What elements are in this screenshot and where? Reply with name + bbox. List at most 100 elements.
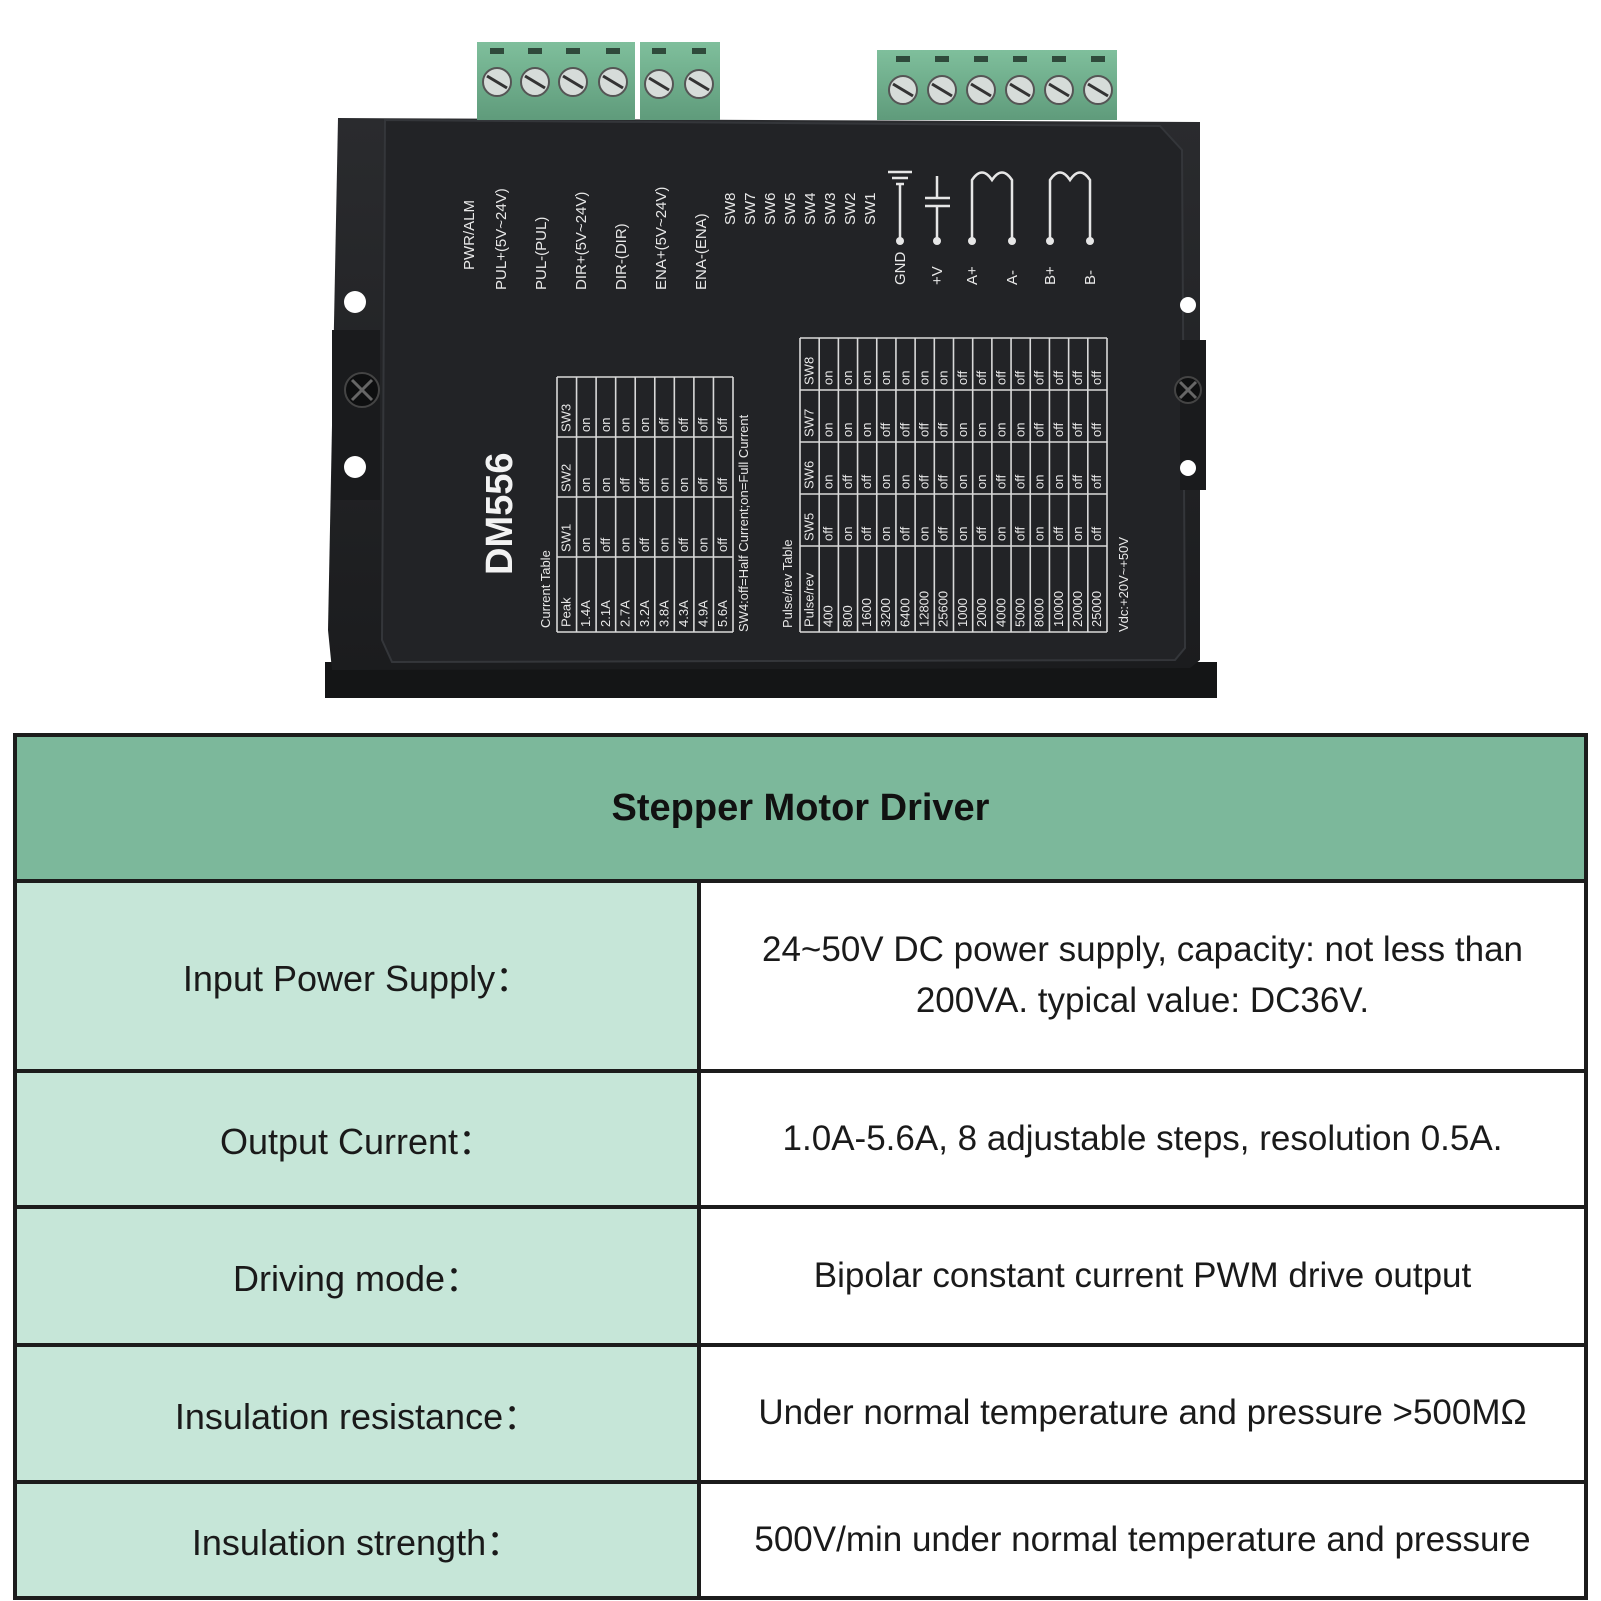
switch-label: SW5: [782, 192, 799, 225]
table-cell: on: [955, 527, 970, 541]
table-cell: off: [1089, 422, 1104, 437]
table-cell: on: [578, 478, 593, 492]
table-cell: on: [656, 478, 671, 492]
power-pin-label: B-: [1082, 270, 1099, 285]
table-cell: on: [1032, 475, 1047, 489]
table-cell: 5000: [1012, 598, 1027, 627]
table-cell: off: [1012, 526, 1027, 541]
power-symbols: [888, 170, 1092, 240]
table-cell: off: [676, 417, 691, 432]
table-cell: off: [993, 474, 1008, 489]
table-cell: off: [1070, 370, 1085, 385]
table-cell: 4000: [993, 598, 1008, 627]
switch-label: SW1: [862, 192, 879, 225]
screw-icon: [1174, 376, 1202, 404]
mount-hole-icon: [1180, 297, 1196, 313]
table-cell: on: [955, 423, 970, 437]
table-cell: on: [878, 475, 893, 489]
table-cell: off: [936, 474, 951, 489]
terminal-block-power: [877, 50, 1117, 120]
table-cell: off: [617, 477, 632, 492]
table-cell: on: [859, 371, 874, 385]
table-cell: 6400: [897, 598, 912, 627]
table-cell: on: [676, 478, 691, 492]
table-cell: off: [936, 422, 951, 437]
spec-label: Insulation strength：: [17, 1484, 697, 1596]
table-cell: on: [840, 371, 855, 385]
table-title: Current Table: [538, 550, 553, 628]
table-header-cell: Pulse/rev: [801, 572, 816, 627]
table-cell: off: [840, 474, 855, 489]
switch-label: SW4: [802, 192, 819, 225]
table-cell: off: [1051, 370, 1066, 385]
table-cell: off: [656, 417, 671, 432]
table-cell: on: [993, 423, 1008, 437]
table-cell: 800: [840, 605, 855, 627]
table-cell: on: [1051, 475, 1066, 489]
table-cell: off: [859, 526, 874, 541]
table-cell: on: [656, 538, 671, 552]
table-cell: on: [955, 475, 970, 489]
table-cell: on: [637, 418, 652, 432]
spec-table: Stepper Motor Driver Input Power Supply：…: [13, 733, 1588, 1600]
pin-label: PUL-(PUL): [533, 217, 550, 290]
spec-value: Bipolar constant current PWM drive outpu…: [701, 1209, 1584, 1343]
table-cell: on: [897, 371, 912, 385]
table-cell: off: [715, 417, 730, 432]
table-cell: on: [878, 371, 893, 385]
table-cell: on: [840, 527, 855, 541]
table-cell: 2.1A: [598, 600, 613, 627]
table-cell: on: [598, 478, 613, 492]
pin-label: ENA-(ENA): [693, 213, 710, 290]
mount-hole-icon: [1180, 460, 1196, 476]
table-cell: off: [1051, 526, 1066, 541]
spec-value: 1.0A-5.6A, 8 adjustable steps, resolutio…: [701, 1073, 1584, 1205]
table-cell: on: [917, 527, 932, 541]
spec-value: Under normal temperature and pressure >5…: [701, 1347, 1584, 1480]
table-cell: off: [1012, 370, 1027, 385]
table-header-cell: SW5: [801, 513, 816, 541]
table-cell: 1600: [859, 598, 874, 627]
table-cell: off: [598, 537, 613, 552]
table-cell: on: [696, 538, 711, 552]
table-cell: off: [1012, 474, 1027, 489]
table-cell: on: [1012, 423, 1027, 437]
spec-value: 24~50V DC power supply, capacity: not le…: [701, 883, 1584, 1069]
table-cell: 4.9A: [696, 600, 711, 627]
spec-label: Insulation resistance：: [17, 1347, 697, 1480]
table-cell: off: [955, 370, 970, 385]
table-cell: off: [1032, 422, 1047, 437]
spec-table-title: Stepper Motor Driver: [17, 737, 1584, 879]
table-cell: off: [936, 526, 951, 541]
switch-label: SW6: [762, 192, 779, 225]
table-cell: off: [993, 370, 1008, 385]
table-cell: off: [1089, 474, 1104, 489]
table-cell: off: [1089, 370, 1104, 385]
table-cell: on: [1032, 527, 1047, 541]
table-cell: 2.7A: [617, 600, 632, 627]
table-cell: off: [637, 537, 652, 552]
power-pin-label: B+: [1042, 266, 1059, 285]
driver-front-face: [380, 118, 1187, 664]
table-cell: off: [821, 526, 836, 541]
switch-label: SW2: [842, 192, 859, 225]
table-cell: off: [917, 422, 932, 437]
power-pin-label: GND: [892, 252, 909, 286]
table-cell: 25000: [1089, 591, 1104, 627]
table-cell: off: [696, 477, 711, 492]
table-cell: off: [676, 537, 691, 552]
table-cell: off: [859, 474, 874, 489]
vdc-note: Vdc:+20V~+50V: [1116, 537, 1131, 632]
table-cell: on: [578, 538, 593, 552]
table-cell: off: [1032, 370, 1047, 385]
table-cell: on: [993, 527, 1008, 541]
table-cell: on: [821, 423, 836, 437]
table-cell: 5.6A: [715, 600, 730, 627]
power-pin-label: +V: [929, 266, 946, 285]
table-cell: on: [598, 418, 613, 432]
table-title: Pulse/rev Table: [780, 539, 795, 628]
table-cell: off: [715, 537, 730, 552]
table-cell: on: [859, 423, 874, 437]
